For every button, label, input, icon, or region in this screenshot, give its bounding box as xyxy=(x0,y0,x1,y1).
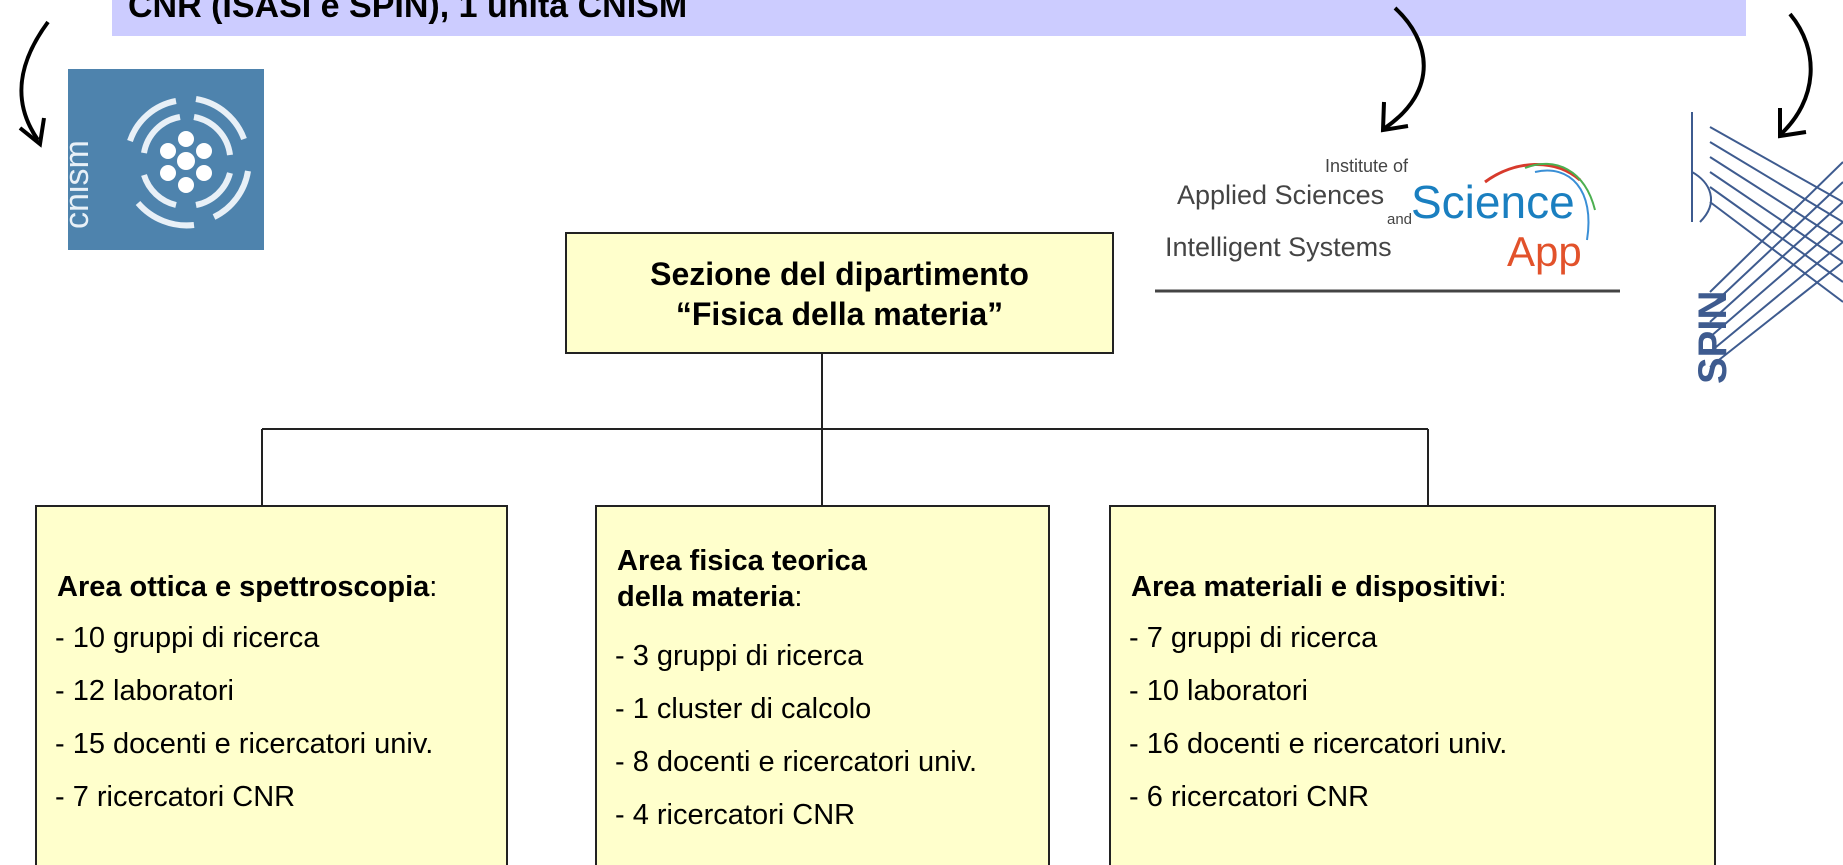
cnism-logo: cnism xyxy=(68,69,264,250)
title-banner xyxy=(112,0,1746,36)
section-title-line2: “Fisica della materia” xyxy=(675,296,1004,332)
area-box-optics: Area ottica e spettroscopia: - 10 gruppi… xyxy=(35,505,508,865)
isasi-line1: Institute of xyxy=(1325,156,1409,176)
area-title-line1: Area fisica teorica xyxy=(617,545,867,577)
list-item: - 6 ricercatori CNR xyxy=(1129,781,1370,813)
area-title-colon: : xyxy=(1498,571,1507,603)
area-box-theory: Area fisica teorica della materia: - 3 g… xyxy=(595,505,1050,865)
area-title: Area ottica e spettroscopia: xyxy=(57,569,437,605)
list-item: - 12 laboratori xyxy=(55,675,234,707)
list-item: - 7 ricercatori CNR xyxy=(55,781,296,813)
area-title-colon: : xyxy=(794,581,803,613)
arrow-to-isasi xyxy=(1383,6,1426,130)
arrow-head-cnism xyxy=(18,117,46,148)
area-title: Area fisica teorica della materia: xyxy=(617,543,867,615)
list-item: - 3 gruppi di ricerca xyxy=(615,640,864,672)
area-title-text: Area ottica e spettroscopia xyxy=(57,571,430,603)
list-item: - 15 docenti e ricercatori univ. xyxy=(55,728,434,760)
area-title: Area materiali e dispositivi: xyxy=(1131,569,1507,605)
area-title-text: Area materiali e dispositivi xyxy=(1131,571,1499,603)
list-item: - 16 docenti e ricercatori univ. xyxy=(1129,728,1508,760)
list-item: - 1 cluster di calcolo xyxy=(615,693,872,725)
cnism-wordmark: cnism xyxy=(68,140,96,229)
list-item: - 10 laboratori xyxy=(1129,675,1308,707)
science-word: Science xyxy=(1411,176,1575,228)
section-title-line1: Sezione del dipartimento xyxy=(650,256,1029,292)
section-box: Sezione del dipartimento “Fisica della m… xyxy=(565,232,1114,354)
list-item: - 8 docenti e ricercatori univ. xyxy=(615,746,978,778)
isasi-line2: Applied Sciences xyxy=(1177,180,1384,210)
arrow-head-spin xyxy=(1778,108,1807,139)
arrow-to-spin xyxy=(1778,12,1813,137)
isasi-line3: and xyxy=(1387,211,1412,228)
list-item: - 7 gruppi di ricerca xyxy=(1129,622,1378,654)
list-item: - 4 ricercatori CNR xyxy=(615,799,856,831)
area-box-materials: Area materiali e dispositivi: - 7 gruppi… xyxy=(1109,505,1716,865)
list-item: - 10 gruppi di ricerca xyxy=(55,622,320,654)
area-title-colon: : xyxy=(429,571,438,603)
isasi-logo: Institute of Applied Sciences and Intell… xyxy=(1155,150,1620,300)
banner-text: CNR (ISASI e SPIN), 1 unità CNISM xyxy=(128,0,688,25)
area-title-line2: della materia xyxy=(617,581,795,613)
spin-wordmark: SPIN xyxy=(1691,291,1735,384)
isasi-line4: Intelligent Systems xyxy=(1165,232,1392,262)
arrow-to-cnism xyxy=(19,20,50,142)
arrow-head-isasi xyxy=(1380,101,1409,133)
spin-logo: SPIN xyxy=(1680,112,1843,384)
app-word: App xyxy=(1507,228,1582,275)
